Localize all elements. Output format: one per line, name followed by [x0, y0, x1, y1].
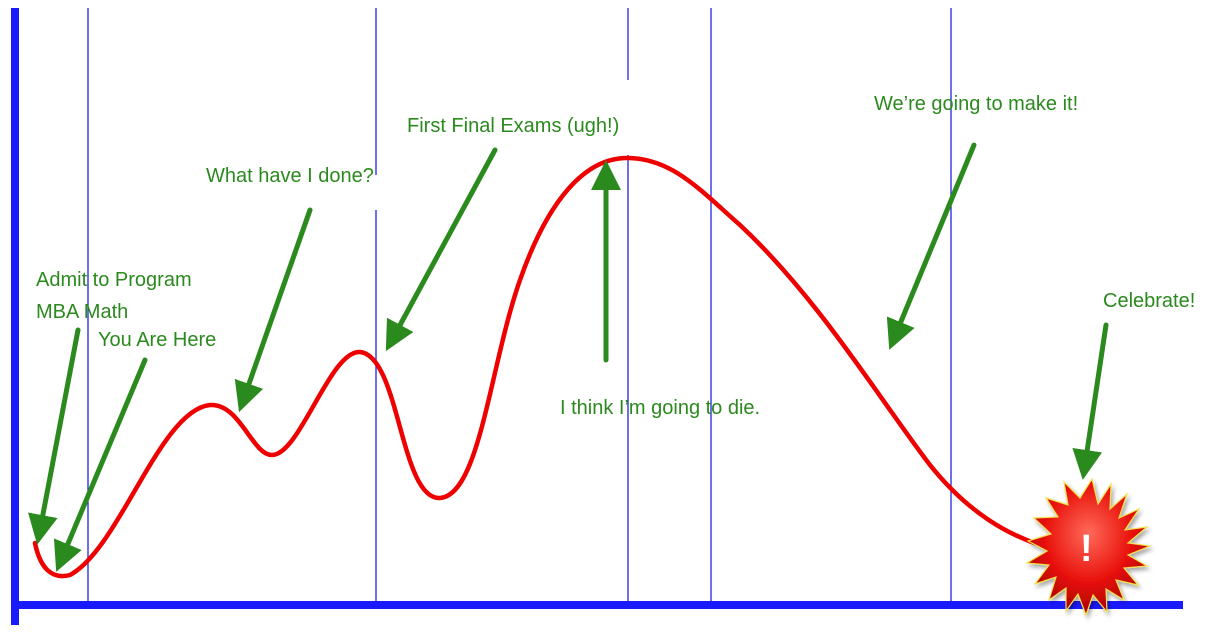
- arrows: [28, 142, 1109, 572]
- arrow-icon: [1072, 322, 1109, 480]
- arrow-icon: [28, 327, 81, 545]
- celebration-mark: !: [1080, 528, 1093, 570]
- arrow-icon: [53, 357, 148, 572]
- annotation-celebrate: Celebrate!: [1103, 290, 1196, 312]
- grid-lines: [87, 8, 952, 605]
- annotation-what-have-i-done: What have I done?: [206, 165, 374, 187]
- arrow-icon: [886, 142, 977, 350]
- journey-curve: [32, 155, 1043, 579]
- annotation-mba-math: MBA Math: [36, 301, 129, 323]
- arrow-icon: [385, 147, 498, 352]
- arrow-icon: [234, 207, 313, 413]
- annotation-make-it: We’re going to make it!: [874, 93, 1079, 115]
- starburst-icon: [1025, 477, 1153, 617]
- annotation-admit: Admit to Program: [36, 269, 192, 291]
- annotation-first-finals: First Final Exams (ugh!): [407, 115, 620, 137]
- annotation-going-to-die: I think I’m going to die.: [560, 397, 761, 419]
- annotation-you-are-here: You Are Here: [98, 329, 217, 351]
